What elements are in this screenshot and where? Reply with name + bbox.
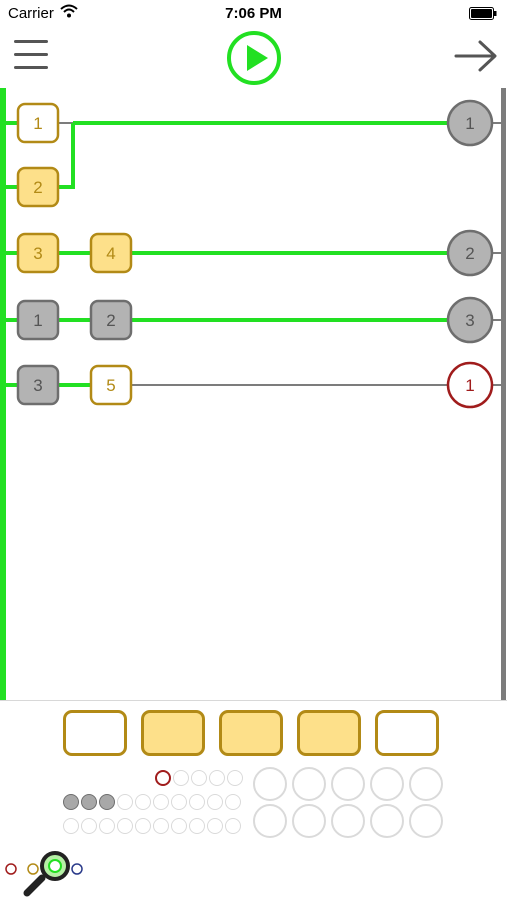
level-group-dot[interactable] xyxy=(292,767,326,801)
switch-node-label: 2 xyxy=(33,178,42,197)
level-group-dot[interactable] xyxy=(409,767,443,801)
switch-node-label: 1 xyxy=(33,114,42,133)
level-group-dot[interactable] xyxy=(409,804,443,838)
level-group-dot[interactable] xyxy=(370,767,404,801)
toolbar xyxy=(0,28,507,86)
level-dot[interactable] xyxy=(135,818,151,834)
switch-node-box xyxy=(16,364,60,406)
level-dot[interactable] xyxy=(99,794,115,810)
switch-node[interactable]: 3 xyxy=(16,364,60,406)
switch-node[interactable]: 2 xyxy=(89,299,133,341)
level-group-dot[interactable] xyxy=(292,804,326,838)
output-lamp-circle xyxy=(446,296,494,344)
switch-node-label: 1 xyxy=(33,311,42,330)
output-lamp[interactable]: 3 xyxy=(446,296,494,344)
switch-node[interactable]: 4 xyxy=(89,232,133,274)
circuit-board: 1 1 2 3 4 2 1 2 3 3 5 1 xyxy=(0,86,507,700)
play-icon[interactable] xyxy=(226,30,282,86)
level-dot[interactable] xyxy=(153,818,169,834)
level-dot[interactable] xyxy=(135,794,151,810)
level-dot[interactable] xyxy=(189,794,205,810)
level-dot[interactable] xyxy=(81,818,97,834)
level-dot[interactable] xyxy=(191,770,207,786)
output-lamp[interactable]: 1 xyxy=(446,99,494,147)
circuit-svg: 1 1 2 3 4 2 1 2 3 3 5 1 xyxy=(0,88,506,700)
level-dot[interactable] xyxy=(225,794,241,810)
switch-node-box xyxy=(16,299,60,341)
right-rail xyxy=(501,88,506,700)
level-dot[interactable] xyxy=(207,794,223,810)
output-lamp-circle xyxy=(446,229,494,277)
arrow-right-icon[interactable] xyxy=(454,38,498,74)
wifi-icon xyxy=(60,4,78,18)
output-lamp-label: 1 xyxy=(465,376,474,395)
level-dot[interactable] xyxy=(117,794,133,810)
switch-node[interactable]: 3 xyxy=(16,232,60,274)
junction-wire xyxy=(58,123,75,189)
switch-node-label: 2 xyxy=(106,311,115,330)
red-marker-icon xyxy=(5,863,17,875)
left-power-rail xyxy=(0,88,6,700)
hamburger-menu-icon[interactable] xyxy=(12,36,50,74)
magnifier-icon[interactable] xyxy=(23,851,70,897)
gold-marker-icon xyxy=(27,863,39,875)
tray-slot[interactable] xyxy=(63,710,127,756)
level-dot[interactable] xyxy=(155,770,171,786)
switch-node-box xyxy=(16,232,60,274)
tray-divider xyxy=(0,700,507,701)
level-dot[interactable] xyxy=(63,818,79,834)
output-lamp-label: 1 xyxy=(465,114,474,133)
level-dot[interactable] xyxy=(207,818,223,834)
switch-node[interactable]: 5 xyxy=(89,364,133,406)
clock: 7:06 PM xyxy=(225,5,282,22)
level-dot[interactable] xyxy=(173,770,189,786)
status-bar: Carrier 7:06 PM xyxy=(0,0,507,28)
output-lamp-circle xyxy=(446,99,494,147)
level-group-dot[interactable] xyxy=(331,804,365,838)
level-dot[interactable] xyxy=(189,818,205,834)
switch-node-label: 3 xyxy=(33,376,42,395)
switch-node-label: 4 xyxy=(106,244,115,263)
level-group-dot[interactable] xyxy=(253,767,287,801)
tray-slot[interactable] xyxy=(219,710,283,756)
switch-node-box xyxy=(89,232,133,274)
level-dot[interactable] xyxy=(99,818,115,834)
level-dot[interactable] xyxy=(209,770,225,786)
level-group-dot[interactable] xyxy=(331,767,365,801)
inspect-control xyxy=(5,851,83,897)
switch-node-label: 5 xyxy=(106,376,115,395)
level-dot[interactable] xyxy=(81,794,97,810)
level-dot[interactable] xyxy=(171,794,187,810)
level-dot[interactable] xyxy=(225,818,241,834)
switch-node-box xyxy=(16,102,60,144)
tray-slot[interactable] xyxy=(297,710,361,756)
level-dot[interactable] xyxy=(117,818,133,834)
switch-node-box xyxy=(89,364,133,406)
tray-slot[interactable] xyxy=(141,710,205,756)
level-dot[interactable] xyxy=(153,794,169,810)
switch-node-label: 3 xyxy=(33,244,42,263)
carrier-label: Carrier xyxy=(8,5,54,22)
output-lamp-circle xyxy=(446,361,494,409)
level-dot[interactable] xyxy=(63,794,79,810)
tray-slot[interactable] xyxy=(375,710,439,756)
switch-node-box xyxy=(89,299,133,341)
output-lamp[interactable]: 2 xyxy=(446,229,494,277)
switch-node[interactable]: 1 xyxy=(16,102,60,144)
switch-node-box xyxy=(16,166,60,208)
level-dot[interactable] xyxy=(171,818,187,834)
level-dot[interactable] xyxy=(227,770,243,786)
blue-marker-icon xyxy=(71,863,83,875)
battery-icon xyxy=(469,7,497,20)
output-lamp-label: 3 xyxy=(465,311,474,330)
level-progress xyxy=(0,767,507,840)
switch-node[interactable]: 1 xyxy=(16,299,60,341)
output-lamp-label: 2 xyxy=(465,244,474,263)
output-lamp[interactable]: 1 xyxy=(446,361,494,409)
switch-node[interactable]: 2 xyxy=(16,166,60,208)
level-group-dot[interactable] xyxy=(370,804,404,838)
level-group-dot[interactable] xyxy=(253,804,287,838)
bottom-bar xyxy=(0,848,507,900)
